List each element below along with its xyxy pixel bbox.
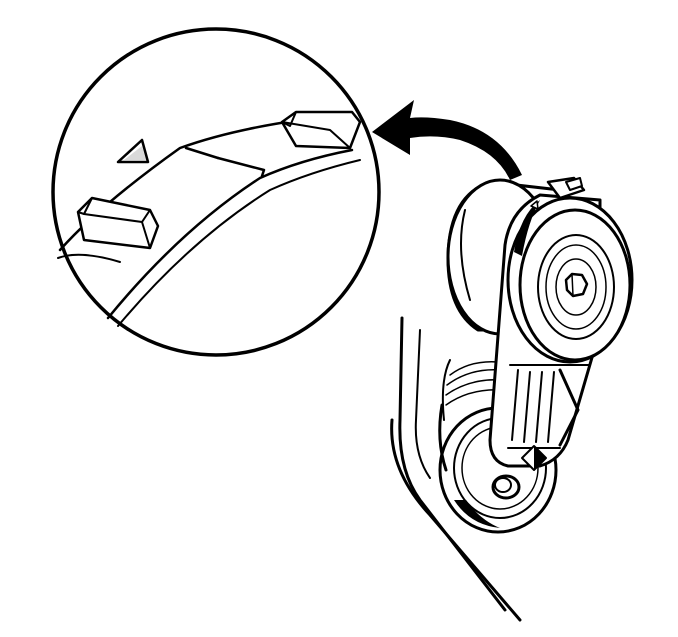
alignment-mark: [116, 138, 150, 164]
alignment-mark-small: [530, 200, 539, 210]
tensioner-clip: [546, 176, 586, 200]
arm-pivot-bolt: [491, 474, 521, 500]
magnified-detail-callout: [51, 27, 381, 357]
pulley-bolt: [564, 272, 589, 298]
direction-arrow: [372, 100, 522, 180]
engine-bracket: [390, 316, 522, 622]
